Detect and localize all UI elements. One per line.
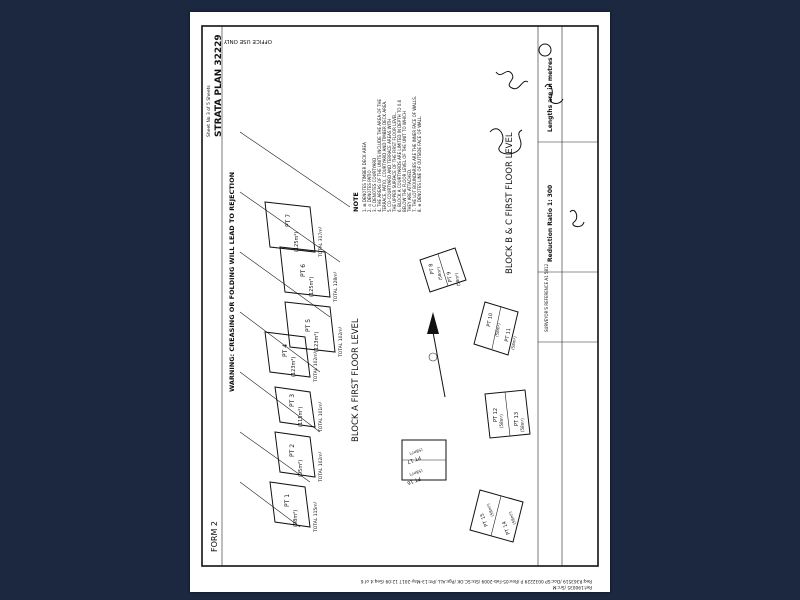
block-bc-label: BLOCK B & C FIRST FLOOR LEVEL [505,132,515,274]
lot-area: (125m²) [294,232,300,252]
warning-text: WARNING: CREASING OR FOLDING WILL LEAD T… [228,172,236,392]
lot-label-2: PT 9 [446,271,454,283]
lot-area-2: (58m²) [520,418,525,432]
note-item-7: THE UPPER SURFACE OF THE FIRST FLOOR LEV… [392,112,397,213]
strata-plan-sheet: FORM 2 WARNING: CREASING OR FOLDING WILL… [190,12,610,592]
document-stamp-ref: Ref:190035 /Src:M [552,584,592,590]
note-item-3: 3. C DENOTES COURTYARD [372,158,377,212]
lot-pt12-pt13: PT 12 (58m²) PT 13 (58m²) [484,389,531,439]
lot-label: PT 7 [285,214,292,227]
sheet-note: Sheet No 3 of 5 Sheets [206,85,212,137]
note-item-10: THEY ARE ATTACHED. [407,169,412,213]
lot-area: (58m²) [507,510,517,525]
lot-total: TOTAL 128m² [333,271,339,303]
signature-mark-4 [569,209,585,228]
note-item-11: 7. THE LOT BOUNDARIES ARE THE INNER FACE… [412,96,417,212]
lot-area-2: (58m²) [510,335,517,350]
document-stamp: Req:R363519 /Doc:SP 0032229 P /Rev:05-Fe… [361,578,592,584]
lot-total: TOTAL 102m² [313,351,319,383]
lot-area: (58m²) [408,468,423,478]
surveyor-reference: SURVEYOR'S REFERENCE A1 5812 [544,263,549,332]
lot-label: PT 10 [486,312,494,327]
reduction-ratio: Reduction Ratio 1: 300 [547,185,554,262]
lot-pt14-pt15: PT 14 (58m²) PT 15 (58m²) [469,489,524,543]
seal-icon [538,43,552,57]
lot-label-2: PT 17 [406,454,421,464]
lot-total: TOTAL 102m² [318,451,324,483]
lot-area-2: (58m²) [454,272,461,287]
lot-area-2: (58m²) [408,447,423,457]
lengths-note: Lengths are in metres [547,57,554,132]
lot-area: (115m²) [298,407,304,427]
lot-total: TOTAL 101m² [318,401,324,433]
lot-area: (123m²) [291,357,297,377]
notes-block: NOTE 1. ⊠ DENOTES TIMBER DECK AREA 2. ⊙ … [352,96,422,213]
lot-label: PT 16 [406,475,421,485]
lot-total: TOTAL 102m² [338,326,344,358]
lot-pt3: PT 3 (115m²) TOTAL 101m² [274,386,324,433]
signature-mark [489,128,523,155]
lot-pt10-pt11: PT 10 (58m²) PT 11 (58m²) [473,301,519,356]
lot-label-2: PT 15 [479,512,489,527]
note-item-12: 8. ⊕ DENOTES LINE OF OUTSIDE FACE OF WAL… [417,116,422,212]
drawing-border [201,25,599,567]
lot-label: PT 1 [284,494,291,507]
lot-area: (58m²) [499,414,504,428]
lot-pt16-pt17: PT 16 (58m²) PT 17 (58m²) [401,439,447,486]
note-item-6: 5. CO-COURTYARD AND TERRACE AREAS WITH [387,119,392,212]
lot-pt4: PT 4 (123m²) TOTAL 102m² [264,331,319,383]
signature-mark-2 [495,70,529,90]
plan-title: STRATA PLAN 32229 [214,34,224,137]
notes-heading: NOTE [352,192,360,212]
lot-label: PT 12 [493,408,499,422]
north-arrow-icon [427,312,446,398]
plan-drawing: FORM 2 WARNING: CREASING OR FOLDING WILL… [201,25,599,590]
lot-label: PT 4 [282,344,289,357]
note-item-5: TERRACE, PATIO, COURTYARD AND TIMBER DEC… [382,101,387,213]
lot-area: (58m²) [436,266,443,281]
lot-area: (125m²) [309,277,315,297]
lot-pt6: PT 6 (125m²) TOTAL 128m² [279,246,339,303]
note-item-4: 4. THE AREAS OF THE UNITS INCLUDE THE AR… [377,98,382,212]
lot-label: PT 2 [289,444,296,457]
note-item-8: 6. BLOCK A COURTYARDS ARE LIMITED IN DEP… [397,99,402,212]
lot-label: PT 5 [305,319,312,332]
block-a-label: BLOCK A FIRST FLOOR LEVEL [351,318,361,442]
lot-pt7: PT 7 (125m²) TOTAL 317m² [264,201,324,258]
lot-pt2: PT 2 (95m²) TOTAL 102m² [274,431,324,483]
lot-total: TOTAL 317m² [318,226,324,258]
lot-area: (123m²) [314,332,320,352]
office-use-label: OFFICE USE ONLY [223,38,272,44]
note-item-2: 2. ⊙ DENOTES PATIO [367,170,372,212]
lot-area: (98m²) [293,510,299,527]
lot-label-2: PT 11 [504,327,512,342]
note-item-9: BELOW THE FLOOR LEVEL OF THE UNIT TO WHI… [402,111,407,212]
block-a-boundaries [239,131,351,528]
lot-area: (95m²) [298,460,304,477]
lot-area: (58m²) [494,322,501,337]
lot-pt1: PT 1 (98m²) TOTAL 115m² [269,481,319,533]
lot-total: TOTAL 115m² [313,501,319,533]
lot-label-2: PT 13 [514,412,520,426]
note-item-1: 1. ⊠ DENOTES TIMBER DECK AREA [362,142,367,212]
lot-label: PT 3 [289,394,296,407]
form-label: FORM 2 [210,521,219,552]
lot-area-2: (58m²) [485,502,495,517]
lot-pt5: PT 5 (123m²) TOTAL 102m² [284,301,344,358]
signature-mark-3 [544,83,564,104]
lot-label: PT 14 [501,520,511,535]
lot-label: PT 8 [428,263,436,275]
lot-label: PT 6 [300,264,307,277]
lot-pt8-pt9: PT 8 (58m²) PT 9 (58m²) [419,247,467,293]
